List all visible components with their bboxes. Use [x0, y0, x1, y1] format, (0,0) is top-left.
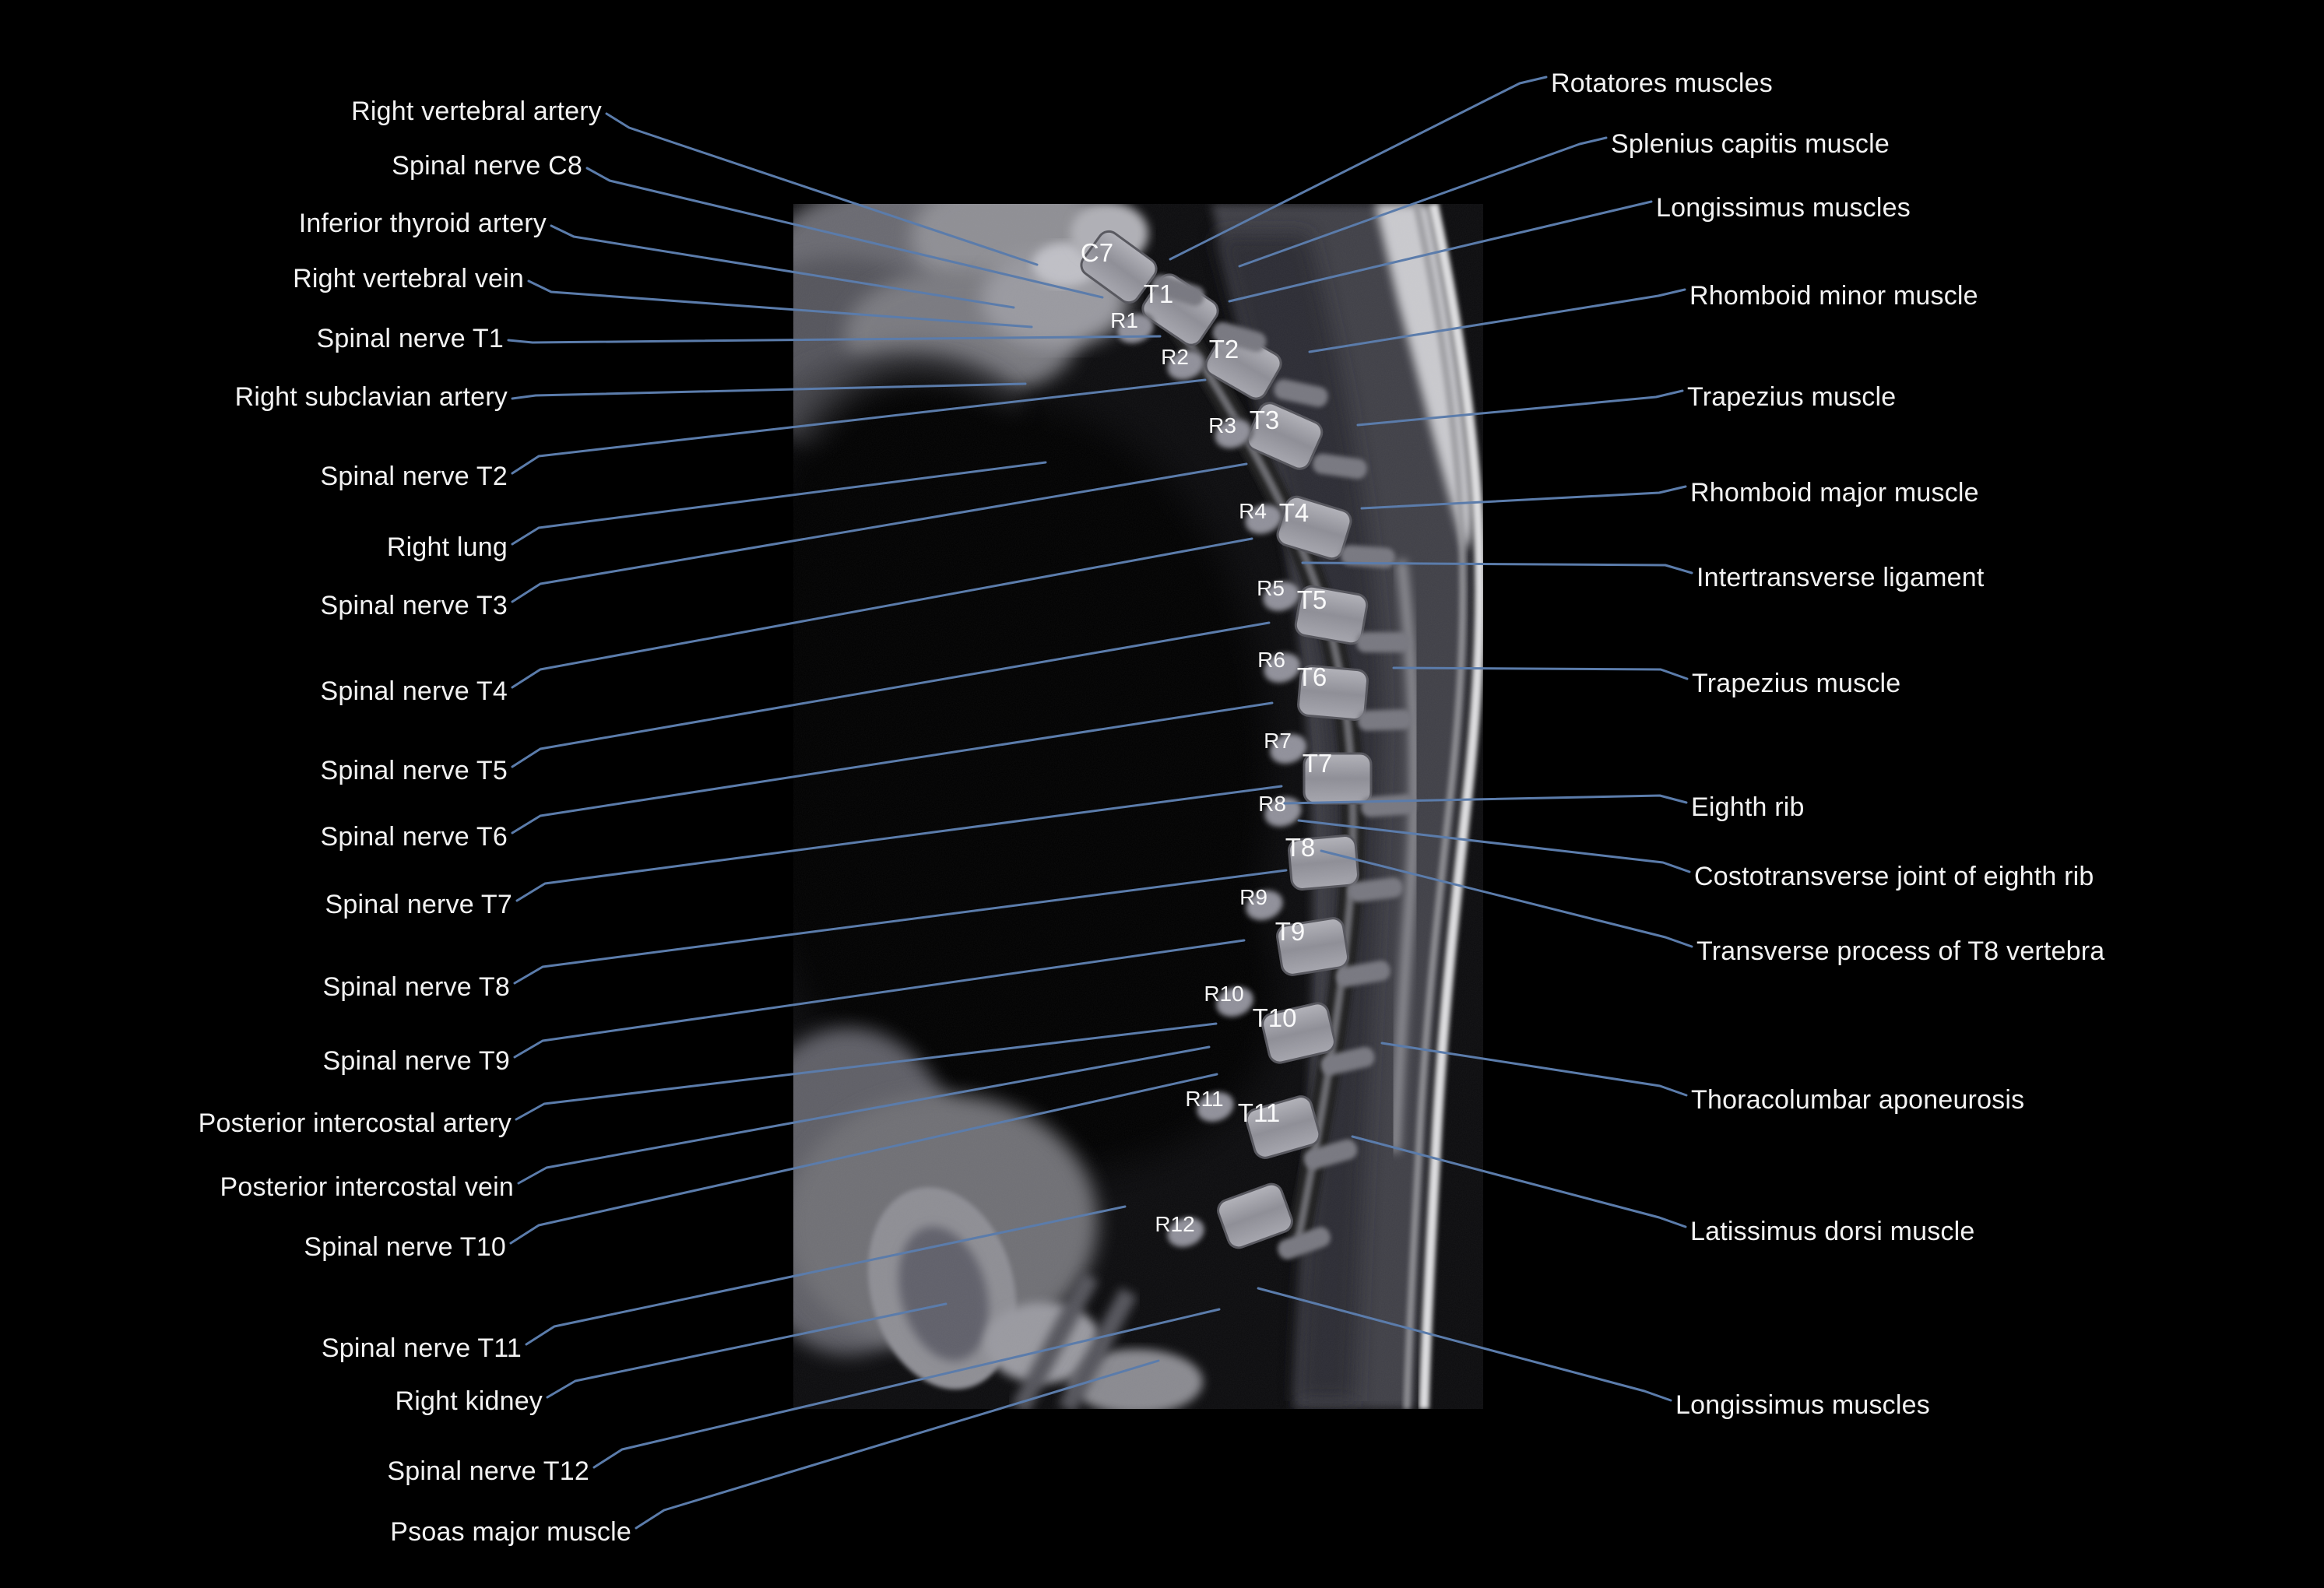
- label-intertransverse-ligament: Intertransverse ligament: [1696, 563, 1985, 592]
- label-trapezius-muscle-lower: Trapezius muscle: [1692, 669, 1901, 698]
- label-rotatores-muscles: Rotatores muscles: [1551, 69, 1773, 98]
- leader-rotatores-muscles: [1169, 76, 1548, 261]
- leader-right-kidney: [546, 1302, 948, 1399]
- leader-intertransverse-ligament: [1301, 561, 1693, 574]
- leader-latissimus-dorsi-muscle: [1351, 1135, 1687, 1228]
- label-eighth-rib: Eighth rib: [1691, 792, 1805, 822]
- leader-spinal-nerve-t6: [511, 701, 1274, 834]
- leader-psoas-major-muscle: [635, 1359, 1160, 1530]
- leader-posterior-intercostal-vein: [517, 1045, 1211, 1185]
- label-spinal-nerve-t5: Spinal nerve T5: [320, 756, 508, 785]
- label-trapezius-muscle-upper: Trapezius muscle: [1687, 382, 1897, 412]
- rib-label-r8: R8: [1258, 792, 1286, 816]
- vertebra-label-t10: T10: [1253, 1003, 1297, 1032]
- leader-spinal-nerve-t12: [592, 1308, 1221, 1469]
- mri-image: C7 T1 T2 T3 T4 T5 T6 T7 T8 T9 T10 T11 R1…: [793, 204, 1483, 1409]
- label-spinal-nerve-t12: Spinal nerve T12: [387, 1456, 589, 1486]
- label-posterior-intercostal-vein: Posterior intercostal vein: [220, 1172, 514, 1202]
- label-latissimus-dorsi-muscle: Latissimus dorsi muscle: [1690, 1217, 1975, 1246]
- label-spinal-nerve-t1: Spinal nerve T1: [316, 324, 504, 353]
- rib-label-r3: R3: [1208, 413, 1236, 437]
- label-right-subclavian-artery: Right subclavian artery: [234, 382, 508, 412]
- rib-label-r2: R2: [1161, 345, 1189, 369]
- vertebra-label-t9: T9: [1275, 917, 1306, 946]
- leader-spinal-nerve-t11: [525, 1205, 1127, 1346]
- label-right-kidney: Right kidney: [395, 1386, 543, 1416]
- leader-thoracolumbar-aponeurosis: [1380, 1042, 1688, 1097]
- leader-posterior-intercostal-artery: [515, 1022, 1218, 1121]
- vertebra-label-t5: T5: [1297, 585, 1327, 614]
- rib-label-r1: R1: [1110, 308, 1138, 332]
- label-right-vertebral-vein: Right vertebral vein: [293, 264, 524, 293]
- label-transverse-process-t8: Transverse process of T8 vertebra: [1696, 936, 2105, 966]
- leader-spinal-nerve-t10: [509, 1073, 1218, 1245]
- rib-label-r9: R9: [1239, 885, 1267, 909]
- label-inferior-thyroid-artery: Inferior thyroid artery: [298, 209, 547, 238]
- label-spinal-nerve-t6: Spinal nerve T6: [320, 822, 508, 852]
- vertebra-label-t1: T1: [1144, 279, 1174, 308]
- leader-right-subclavian-artery: [511, 382, 1027, 400]
- leader-spinal-nerve-t5: [511, 621, 1271, 768]
- label-rhomboid-minor-muscle: Rhomboid minor muscle: [1689, 281, 1978, 311]
- leader-trapezius-muscle-upper: [1356, 389, 1684, 427]
- leader-spinal-nerve-t1: [507, 335, 1162, 344]
- rib-label-r7: R7: [1264, 729, 1292, 753]
- vertebra-label-t8: T8: [1285, 833, 1316, 862]
- leader-rhomboid-minor-muscle: [1308, 288, 1686, 353]
- leader-trapezius-muscle-lower: [1392, 666, 1689, 680]
- label-spinal-nerve-t8: Spinal nerve T8: [322, 972, 510, 1002]
- vertebra-label-t3: T3: [1250, 406, 1280, 434]
- rib-label-r11: R11: [1185, 1087, 1223, 1111]
- leader-spinal-nerve-t8: [513, 869, 1288, 985]
- leader-right-lung: [511, 461, 1047, 546]
- label-spinal-nerve-t11: Spinal nerve T11: [321, 1333, 522, 1363]
- leader-spinal-nerve-t2: [511, 378, 1207, 475]
- leader-rhomboid-major-muscle: [1360, 485, 1687, 510]
- label-spinal-nerve-t4: Spinal nerve T4: [320, 676, 508, 706]
- label-spinal-nerve-t7: Spinal nerve T7: [325, 890, 512, 919]
- label-spinal-nerve-t10: Spinal nerve T10: [304, 1232, 506, 1262]
- leader-right-vertebral-artery: [605, 112, 1039, 266]
- leader-spinal-nerve-t9: [513, 939, 1246, 1059]
- leader-spinal-nerve-t3: [511, 462, 1248, 603]
- label-longissimus-muscles-lower: Longissimus muscles: [1675, 1390, 1930, 1420]
- leader-right-vertebral-vein: [527, 279, 1033, 328]
- leader-spinal-nerve-t7: [515, 785, 1283, 902]
- leader-costotransverse-joint: [1297, 819, 1691, 873]
- vertebra-label-t6: T6: [1297, 662, 1327, 691]
- leader-splenius-capitis-muscle: [1238, 136, 1608, 268]
- vertebra-label-t4: T4: [1279, 498, 1310, 527]
- leader-longissimus-muscles-upper: [1228, 200, 1653, 303]
- leader-inferior-thyroid-artery: [550, 224, 1015, 309]
- vertebra-label-t2: T2: [1209, 335, 1239, 364]
- label-spinal-nerve-t3: Spinal nerve T3: [320, 591, 508, 620]
- label-psoas-major-muscle: Psoas major muscle: [390, 1517, 631, 1547]
- leader-spinal-nerve-c8: [585, 167, 1104, 299]
- label-posterior-intercostal-artery: Posterior intercostal artery: [198, 1108, 512, 1138]
- rib-label-r6: R6: [1257, 648, 1285, 672]
- label-spinal-nerve-t2: Spinal nerve T2: [320, 462, 508, 491]
- leader-eighth-rib: [1283, 794, 1688, 805]
- label-thoracolumbar-aponeurosis: Thoracolumbar aponeurosis: [1691, 1085, 2025, 1115]
- rib-label-r4: R4: [1239, 499, 1267, 523]
- leader-spinal-nerve-t4: [511, 537, 1253, 689]
- label-splenius-capitis-muscle: Splenius capitis muscle: [1611, 129, 1890, 159]
- label-longissimus-muscles-upper: Longissimus muscles: [1656, 193, 1911, 223]
- leader-transverse-process-t8: [1320, 849, 1693, 948]
- label-costotransverse-joint: Costotransverse joint of eighth rib: [1694, 862, 2094, 891]
- label-right-vertebral-artery: Right vertebral artery: [351, 97, 602, 126]
- vertebra-label-t11: T11: [1238, 1098, 1280, 1127]
- rib-label-r5: R5: [1257, 576, 1285, 600]
- rib-label-r10: R10: [1204, 982, 1243, 1006]
- leader-longissimus-muscles-lower: [1257, 1287, 1672, 1402]
- vertebra-label-t7: T7: [1303, 749, 1333, 778]
- rib-label-r12: R12: [1155, 1212, 1194, 1236]
- label-spinal-nerve-c8: Spinal nerve C8: [392, 151, 582, 181]
- vertebra-label-c7: C7: [1081, 238, 1113, 267]
- label-right-lung: Right lung: [386, 532, 508, 562]
- label-spinal-nerve-t9: Spinal nerve T9: [322, 1046, 510, 1076]
- label-rhomboid-major-muscle: Rhomboid major muscle: [1690, 478, 1979, 508]
